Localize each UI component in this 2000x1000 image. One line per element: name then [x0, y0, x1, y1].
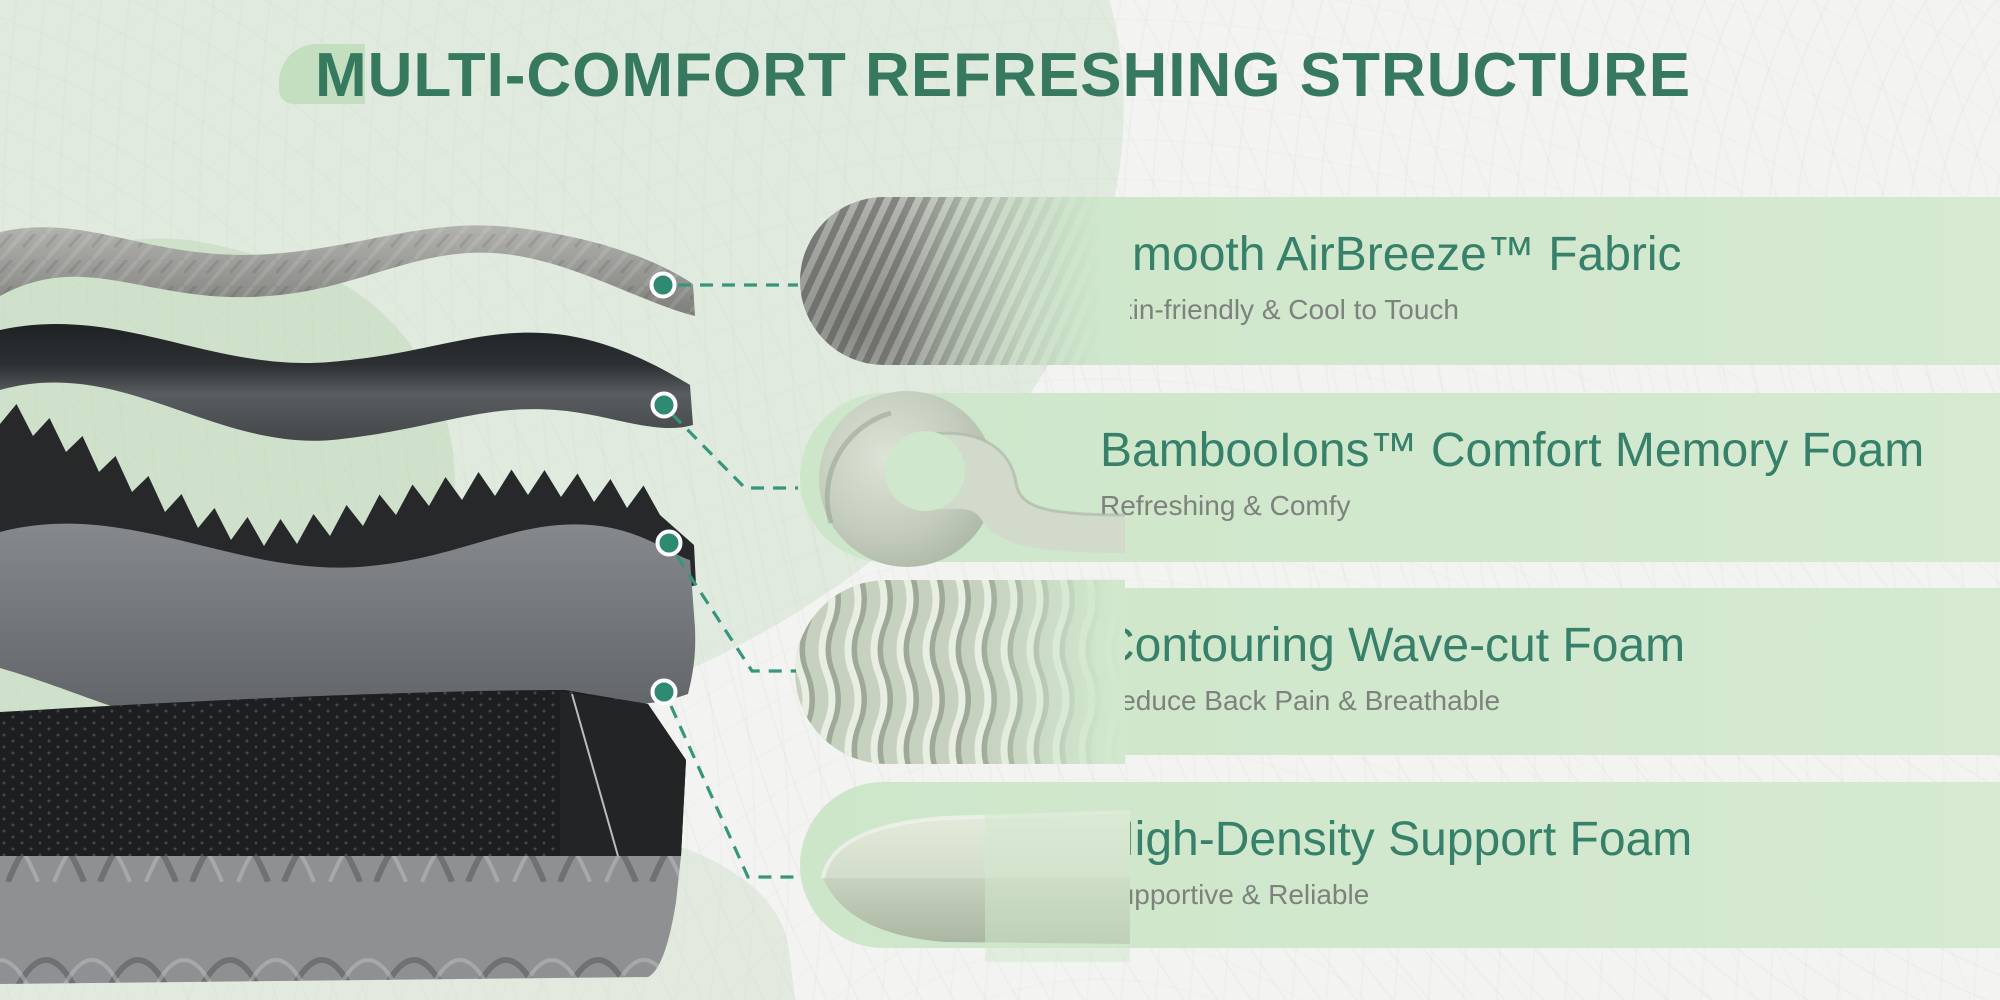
memory-foam-layer — [0, 324, 693, 441]
title-leaf-accent — [279, 44, 365, 104]
feature-band-airbreeze-fabric: Smooth AirBreeze™ Fabric Skin-friendly &… — [800, 197, 2000, 365]
feature-text-block: High-Density Support Foam Supportive & R… — [1100, 782, 1692, 911]
feature-band-wave-cut-foam: Contouring Wave-cut Foam Reduce Back Pai… — [800, 588, 2000, 755]
feature-heading: Smooth AirBreeze™ Fabric — [1100, 228, 1682, 281]
mattress-base-layer — [0, 690, 686, 984]
page-title: MULTI-COMFORT REFRESHING STRUCTURE — [315, 41, 1692, 110]
feature-subheading: Supportive & Reliable — [1100, 879, 1370, 910]
high-density-foam-layer — [0, 523, 696, 745]
feature-heading: Contouring Wave-cut Foam — [1100, 619, 1686, 672]
feature-heading: High-Density Support Foam — [1100, 813, 1693, 866]
feature-subheading: Reduce Back Pain & Breathable — [1100, 685, 1501, 716]
feature-text-block: BambooIons™ Comfort Memory Foam Refreshi… — [1100, 393, 1924, 522]
feature-text-block: Smooth AirBreeze™ Fabric Skin-friendly &… — [1100, 197, 1682, 326]
mattress-exploded-diagram — [0, 225, 696, 984]
airbreeze-fabric-layer — [0, 225, 695, 316]
feature-subheading: Refreshing & Comfy — [1100, 490, 1351, 521]
feature-heading: BambooIons™ Comfort Memory Foam — [1100, 424, 1925, 477]
feature-subheading: Skin-friendly & Cool to Touch — [1100, 294, 1459, 325]
feature-text-block: Contouring Wave-cut Foam Reduce Back Pai… — [1100, 588, 1685, 717]
support-foam-slab-thumbnail — [821, 782, 1130, 962]
memory-foam-curl-thumbnail — [819, 391, 1125, 567]
